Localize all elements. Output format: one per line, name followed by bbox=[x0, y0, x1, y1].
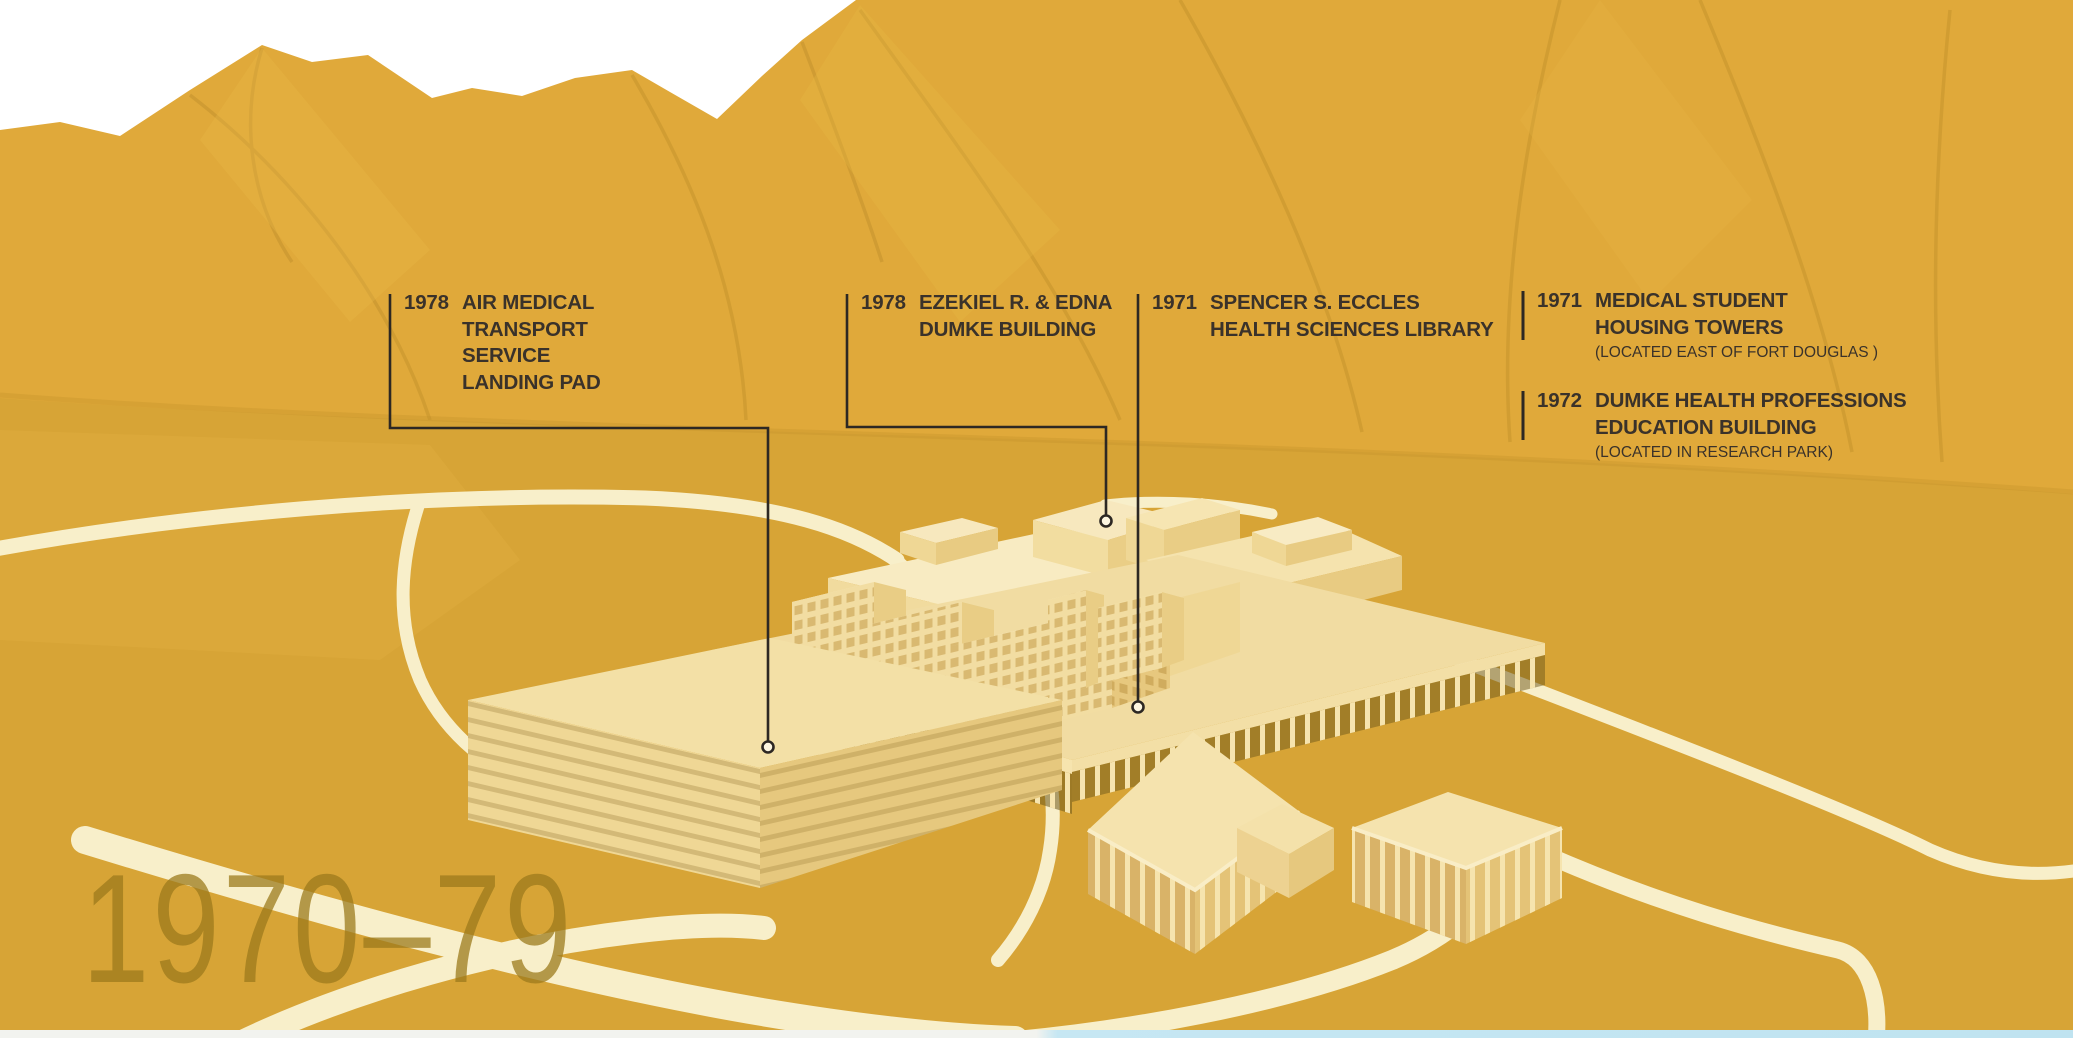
annotation-title: MEDICAL STUDENT HOUSING TOWERS (LOCATED … bbox=[1595, 288, 1878, 362]
leader-dot bbox=[761, 740, 775, 754]
road bbox=[227, 913, 776, 1038]
leader-line bbox=[388, 294, 770, 741]
leader-line bbox=[845, 294, 1108, 515]
annotation-title: AIR MEDICAL TRANSPORT SERVICE LANDING PA… bbox=[462, 290, 601, 396]
foothill-shadow-line bbox=[0, 392, 2073, 495]
leader-lines bbox=[388, 291, 1525, 754]
annotation-location-note: (LOCATED IN RESEARCH PARK) bbox=[1595, 444, 1833, 461]
mountain-shading bbox=[188, 0, 1952, 463]
annotation-year: 1971 bbox=[1537, 289, 1582, 312]
leader-dot bbox=[1131, 700, 1145, 714]
annotation-medical-student-housing: 1971 MEDICAL STUDENT HOUSING TOWERS (LOC… bbox=[1537, 288, 1878, 362]
field-patch bbox=[0, 430, 520, 660]
annotation-dumke-health-professions: 1972 DUMKE HEALTH PROFESSIONS EDUCATION … bbox=[1537, 388, 1907, 462]
next-slide-edge bbox=[0, 1030, 2073, 1038]
annotation-location-note: (LOCATED EAST OF FORT DOUGLAS ) bbox=[1595, 344, 1879, 361]
annotation-title: SPENCER S. ECCLES HEALTH SCIENCES LIBRAR… bbox=[1210, 290, 1494, 343]
annotation-title-line: EZEKIEL R. & EDNA bbox=[919, 291, 1113, 314]
annotation-dumke-building: 1978 EZEKIEL R. & EDNA DUMKE BUILDING bbox=[861, 290, 1112, 343]
annotation-title-line: MEDICAL STUDENT bbox=[1595, 289, 1788, 312]
annotation-title: EZEKIEL R. & EDNA DUMKE BUILDING bbox=[919, 290, 1112, 343]
annotation-year: 1971 bbox=[1152, 291, 1197, 314]
small-building bbox=[1237, 804, 1334, 898]
annotation-year: 1978 bbox=[404, 291, 449, 314]
annotation-year: 1978 bbox=[861, 291, 906, 314]
annotation-title-line: LANDING PAD bbox=[462, 370, 601, 394]
housing-towers-small bbox=[1048, 590, 1184, 698]
annotation-title-line: DUMKE BUILDING bbox=[919, 317, 1097, 341]
annotation-title: DUMKE HEALTH PROFESSIONS EDUCATION BUILD… bbox=[1595, 388, 1907, 462]
annotation-air-medical-landing-pad: 1978 AIR MEDICAL TRANSPORT SERVICE LANDI… bbox=[404, 290, 601, 396]
annotation-title-line: AIR MEDICAL bbox=[462, 291, 595, 314]
road bbox=[1531, 843, 1886, 1038]
annotation-title-line: EDUCATION BUILDING bbox=[1595, 415, 1817, 439]
annotation-title-line: SERVICE bbox=[462, 344, 551, 367]
annotation-title-line: TRANSPORT bbox=[462, 317, 588, 341]
annotation-title-line: SPENCER S. ECCLES bbox=[1210, 291, 1420, 314]
annotation-eccles-library: 1971 SPENCER S. ECCLES HEALTH SCIENCES L… bbox=[1152, 290, 1494, 343]
parking-structure bbox=[468, 638, 1062, 888]
decade-watermark: 1970–79 bbox=[82, 842, 575, 1015]
columned-building bbox=[1351, 792, 1563, 944]
leader-dot bbox=[1099, 514, 1113, 528]
mountain-highlights bbox=[200, 0, 1752, 322]
annotation-title-line: HEALTH SCIENCES LIBRARY bbox=[1210, 317, 1494, 341]
annotation-title-line: DUMKE HEALTH PROFESSIONS bbox=[1595, 389, 1907, 412]
annotation-year: 1972 bbox=[1537, 389, 1582, 412]
road bbox=[0, 489, 905, 568]
annotation-title-line: HOUSING TOWERS bbox=[1595, 315, 1784, 339]
